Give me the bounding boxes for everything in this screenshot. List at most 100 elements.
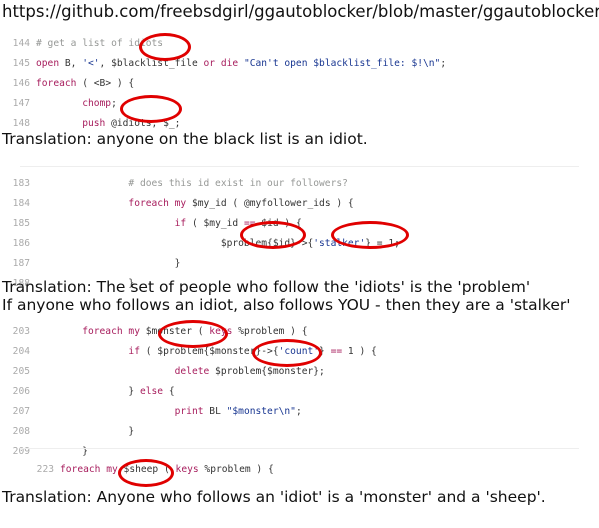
line-number: 185	[12, 218, 30, 229]
code-line: 203 foreach my $monster ( keys %problem …	[0, 322, 599, 342]
code-text: }	[36, 422, 134, 442]
code-token: }	[36, 386, 140, 397]
code-text: foreach my $my_id ( @myfollower_ids ) {	[36, 194, 354, 214]
code-token: ;	[295, 406, 302, 417]
code-line: 223 foreach my $sheep ( keys %problem ) {	[24, 460, 599, 480]
code-text: $problem{$id}->{'stalker'} = 1;	[36, 234, 400, 254]
code-token: foreach	[60, 464, 101, 475]
code-text: # get a list of idiots	[36, 34, 163, 54]
line-number: 204	[12, 346, 30, 357]
translation-1: Translation: anyone on the black list is…	[2, 130, 368, 148]
code-token: }	[36, 426, 135, 437]
code-token: @idiots, $_;	[105, 118, 181, 129]
code-token: }	[36, 258, 181, 269]
code-text: foreach my $sheep ( keys %problem ) {	[60, 460, 274, 480]
code-token: %problem ) {	[198, 464, 274, 475]
code-token: %problem ) {	[232, 326, 308, 337]
line-number: 184	[12, 198, 30, 209]
code-token: }	[36, 278, 135, 289]
code-token: print	[36, 406, 204, 417]
line-number: 206	[12, 386, 30, 397]
code-token: '<'	[82, 58, 100, 69]
code-text: }	[36, 274, 134, 294]
code-token: my	[128, 326, 140, 337]
code-text: push @idiots, $_;	[36, 114, 180, 134]
code-token: # get a list of	[36, 38, 129, 49]
code-token: B,	[59, 58, 83, 69]
code-token: ( $problem{$monster}->{	[139, 346, 279, 357]
line-number: 147	[12, 98, 30, 109]
code-text: # does this id exist in our followers?	[36, 174, 348, 194]
code-token: 'stalker'	[313, 238, 366, 249]
line-number: 207	[12, 406, 30, 417]
code-token: ==	[330, 346, 343, 357]
translation-2b: If anyone who follows an idiot, also fol…	[2, 296, 571, 314]
code-token: $problem{$monster};	[209, 366, 325, 377]
line-number: 145	[12, 58, 30, 69]
code-text: print BL "$monster\n";	[36, 402, 302, 422]
code-token: BL	[203, 406, 227, 417]
code-text: } else {	[36, 382, 175, 402]
code-text: }	[36, 442, 88, 462]
code-token: my	[174, 198, 187, 209]
code-line: 187 }	[0, 254, 599, 274]
line-number: 188	[12, 278, 30, 289]
code-block-4: 223 foreach my $sheep ( keys %problem ) {	[24, 460, 599, 480]
line-number: 223	[36, 464, 54, 475]
divider	[20, 448, 579, 449]
code-token: foreach	[36, 326, 123, 337]
code-token: idiots	[128, 38, 164, 49]
code-token: 'count'	[278, 346, 320, 357]
code-token: open	[36, 58, 60, 69]
code-token: }	[319, 346, 331, 357]
code-token: {	[163, 386, 175, 397]
code-token: push	[36, 118, 106, 129]
code-token: , $blacklist_file	[99, 58, 204, 69]
code-token: ==	[243, 218, 256, 229]
code-token: ;	[440, 58, 447, 69]
code-token: $id ) {	[255, 218, 302, 229]
code-token: 1 ) {	[342, 346, 377, 357]
code-token: or die	[203, 58, 239, 69]
code-token: ( <B> ) {	[76, 78, 135, 89]
code-line: 209 }	[0, 442, 599, 462]
code-token: if	[36, 218, 187, 229]
code-line: 205 delete $problem{$monster};	[0, 362, 599, 382]
code-text: foreach my $monster ( keys %problem ) {	[36, 322, 308, 342]
code-line: 188 }	[0, 274, 599, 294]
code-token: } = 1;	[365, 238, 400, 249]
line-number: 148	[12, 118, 30, 129]
code-text: open B, '<', $blacklist_file or die "Can…	[36, 54, 446, 74]
line-number: 183	[12, 178, 30, 189]
code-token: }	[36, 446, 88, 457]
line-number: 209	[12, 446, 30, 457]
line-number: 208	[12, 426, 30, 437]
code-line: 206 } else {	[0, 382, 599, 402]
code-line: 204 if ( $problem{$monster}->{'count'} =…	[0, 342, 599, 362]
code-token: keys	[175, 464, 199, 475]
code-token: $sheep (	[117, 464, 176, 475]
code-block-2: 183 # does this id exist in our follower…	[0, 174, 599, 294]
line-number: 187	[12, 258, 30, 269]
code-token: "Can't open $blacklist_file: $!\n"	[243, 58, 441, 69]
code-token: delete	[36, 366, 210, 377]
code-token: ;	[111, 98, 117, 109]
code-token: # does this id exist in our followers?	[36, 178, 348, 189]
code-line: 183 # does this id exist in our follower…	[0, 174, 599, 194]
code-text: if ( $my_id == $id ) {	[36, 214, 302, 234]
translation-3: Translation: Anyone who follows an 'idio…	[2, 488, 546, 506]
code-line: 145 open B, '<', $blacklist_file or die "…	[0, 54, 599, 74]
code-token: $problem{$id}->{	[36, 238, 314, 249]
line-number: 203	[12, 326, 30, 337]
code-token: else	[139, 386, 164, 397]
divider	[20, 166, 579, 167]
code-token: $my_id ( @myfollower_ids ) {	[186, 198, 354, 209]
code-line: 147 chomp;	[0, 94, 599, 114]
code-token: keys	[209, 326, 233, 337]
code-line: 208 }	[0, 422, 599, 442]
code-text: chomp;	[36, 94, 117, 114]
source-url: https://github.com/freebsdgirl/ggautoblo…	[2, 2, 599, 21]
code-token: "$monster\n"	[226, 406, 296, 417]
